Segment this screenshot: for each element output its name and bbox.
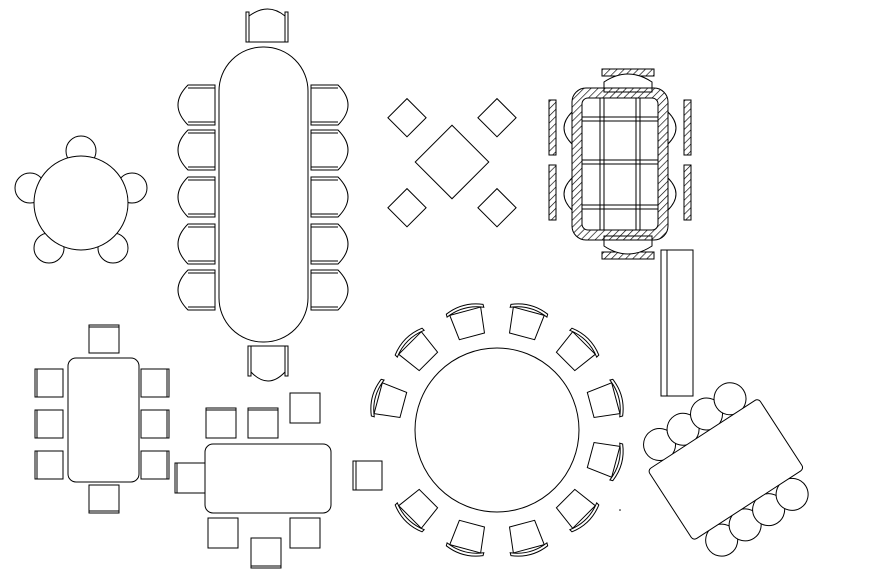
chair [88, 484, 120, 514]
chair [177, 176, 216, 218]
chair [352, 460, 383, 491]
chair [177, 223, 216, 265]
large-round-table-12-chairs [352, 303, 624, 557]
chair [289, 392, 321, 424]
chair [555, 327, 600, 372]
rotated-rectangular-table-8-chairs [643, 382, 809, 557]
chair [34, 450, 64, 480]
chair [586, 441, 624, 482]
chair [177, 129, 216, 171]
chair [445, 519, 486, 557]
chair [310, 129, 349, 171]
chair [34, 368, 64, 398]
chair [140, 450, 170, 480]
chair [205, 407, 237, 439]
rotated-rect-table [648, 399, 804, 540]
chair [563, 176, 573, 212]
chair [140, 409, 170, 439]
chair [445, 303, 486, 341]
chair [667, 110, 677, 146]
chair [245, 8, 289, 43]
round-table-5-chairs [14, 135, 148, 264]
large-round-table [414, 347, 580, 513]
square-table-4-chairs [387, 97, 517, 228]
chair [563, 110, 573, 146]
chair [394, 488, 439, 533]
round-table [33, 155, 129, 251]
chair [370, 378, 408, 419]
chair [310, 176, 349, 218]
chair [207, 517, 239, 549]
chair [555, 488, 600, 533]
chair [247, 345, 289, 382]
chair [477, 187, 517, 228]
chair [289, 517, 321, 549]
chair [88, 324, 120, 354]
chair [508, 519, 549, 557]
chair [174, 462, 206, 494]
rect-table [204, 443, 332, 514]
rect-table [67, 357, 140, 483]
chair [140, 368, 170, 398]
oval-table [218, 46, 309, 343]
long-bench-table [660, 249, 694, 397]
chair [34, 409, 64, 439]
rectangular-table-7-chairs [174, 392, 332, 569]
chair [477, 97, 517, 138]
rectangular-table-8-chairs [34, 324, 170, 514]
chair [310, 269, 349, 311]
chair [247, 407, 279, 439]
oval-conference-table-12-chairs [177, 8, 349, 382]
chair [508, 303, 549, 341]
chair [310, 84, 349, 126]
chair [177, 84, 216, 126]
chair [250, 537, 282, 569]
chair [310, 223, 349, 265]
chair [177, 269, 216, 311]
chair [667, 176, 677, 212]
chair [394, 327, 439, 372]
chair [387, 187, 427, 228]
chair [387, 97, 427, 138]
square-table [414, 124, 490, 200]
chair [586, 378, 624, 419]
hatched-rectangular-table [548, 68, 692, 260]
